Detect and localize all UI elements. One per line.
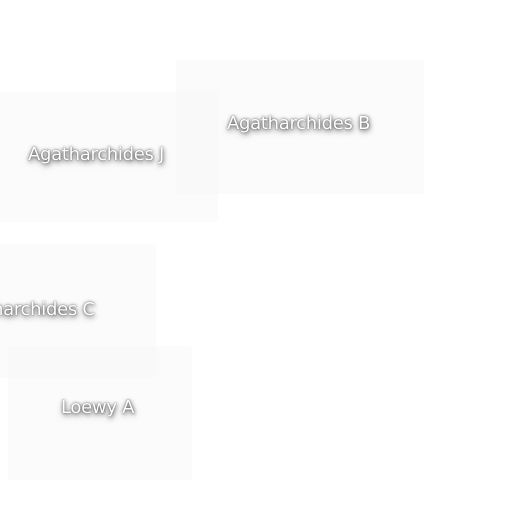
crater-label-agatharchides-c[interactable]: harchides C xyxy=(0,299,95,320)
label-backdrop-loewy-a xyxy=(8,346,192,480)
label-backdrop-agatharchides-j xyxy=(0,92,218,222)
crater-label-agatharchides-j[interactable]: Agatharchides J xyxy=(28,144,164,165)
label-backdrop-agatharchides-c xyxy=(0,244,156,378)
crater-label-agatharchides-b[interactable]: Agatharchides B xyxy=(227,113,371,134)
crater-label-loewy-a[interactable]: Loewy A xyxy=(61,397,135,418)
label-backdrop-agatharchides-b xyxy=(176,60,424,194)
